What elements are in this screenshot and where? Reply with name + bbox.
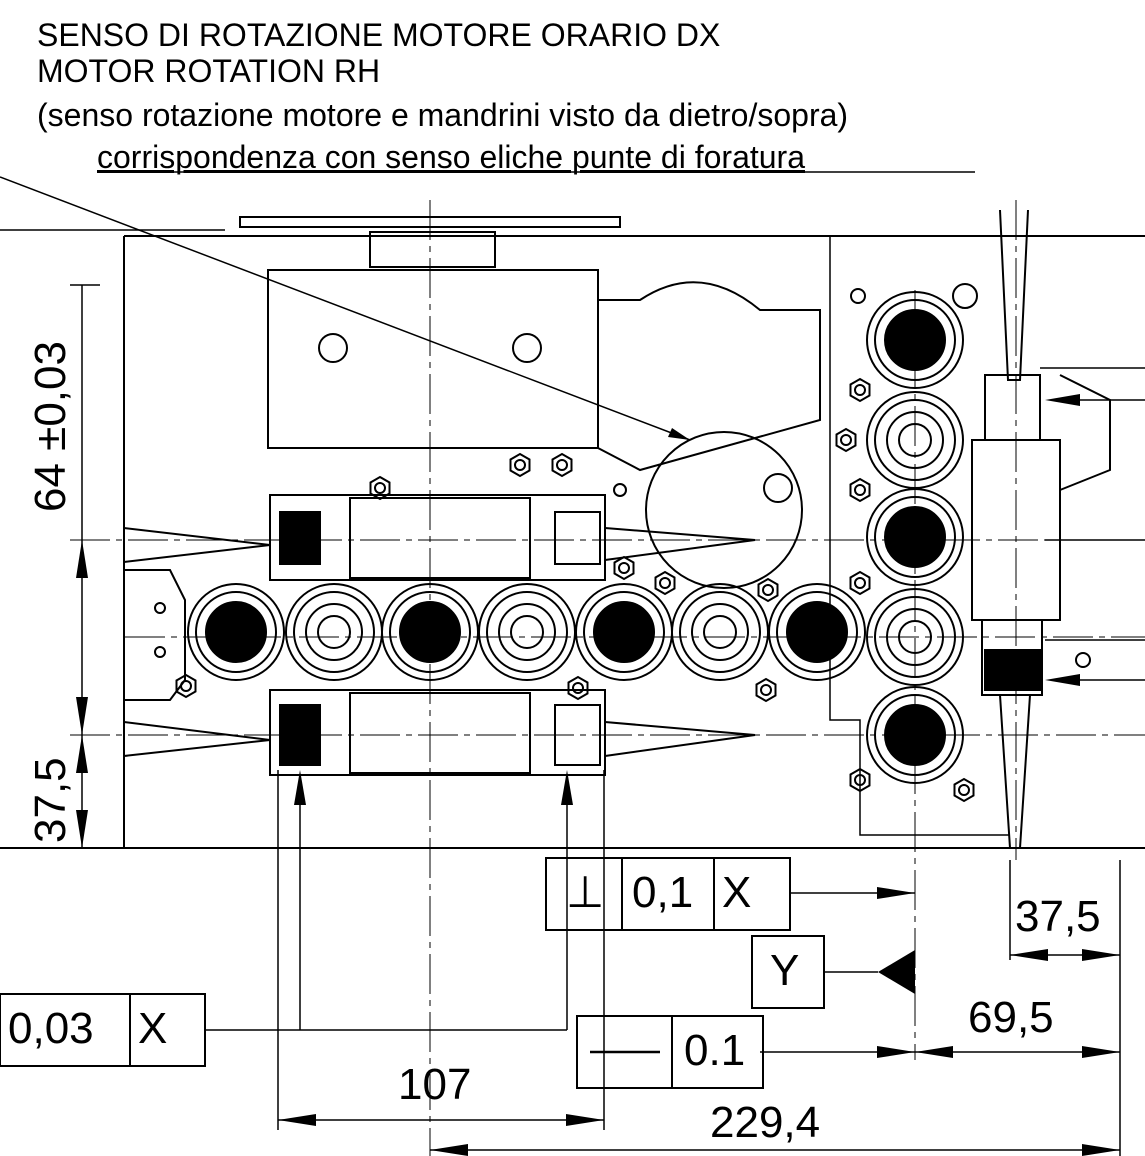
spindle-ring bbox=[293, 591, 375, 673]
spindle-ring bbox=[776, 591, 858, 673]
hex-nut-hole bbox=[854, 484, 866, 496]
spindle-outer bbox=[768, 583, 866, 681]
dimension-37-5-vertical: 37,5 bbox=[26, 757, 75, 843]
hex-nut bbox=[567, 675, 589, 701]
hex-nut-hole bbox=[958, 784, 970, 796]
hex-nut bbox=[849, 767, 871, 793]
perpendicularity-value: 0,1 bbox=[632, 868, 694, 917]
spindle-ring bbox=[195, 591, 277, 673]
hex-nut bbox=[551, 452, 573, 478]
hex-nut-hole bbox=[854, 774, 866, 786]
hex-nut bbox=[849, 570, 871, 596]
spindle-outer bbox=[671, 583, 769, 681]
hex-nut-hole bbox=[854, 577, 866, 589]
dimension-64: 64 ±0,03 bbox=[26, 341, 75, 512]
dimension-69-5: 69,5 bbox=[968, 993, 1054, 1042]
hex-nut bbox=[835, 427, 857, 453]
hex-nut-hole bbox=[556, 459, 568, 471]
hex-nut bbox=[849, 377, 871, 403]
title-line-3: (senso rotazione motore e mandrini visto… bbox=[37, 97, 849, 133]
datum-y-label: Y bbox=[770, 946, 800, 995]
spindle-outer bbox=[478, 583, 576, 681]
hex-nut bbox=[953, 777, 975, 803]
hex-nut bbox=[369, 475, 391, 501]
hex-nut bbox=[755, 677, 777, 703]
left-tolerance-value: 0,03 bbox=[8, 1004, 94, 1053]
spindle-ring bbox=[486, 591, 568, 673]
hex-nut bbox=[654, 570, 676, 596]
spindle-center bbox=[703, 615, 737, 649]
hex-nut-hole bbox=[760, 684, 772, 696]
hex-nut-hole bbox=[618, 562, 630, 574]
straightness-value: 0.1 bbox=[684, 1026, 746, 1075]
spindle-outer bbox=[285, 583, 383, 681]
hex-nut bbox=[757, 577, 779, 603]
spindle-ring bbox=[679, 591, 761, 673]
hex-nut-hole bbox=[659, 577, 671, 589]
hex-nut bbox=[613, 555, 635, 581]
spindle-bore bbox=[305, 603, 363, 661]
hex-nut-hole bbox=[572, 682, 584, 694]
spindle-bore bbox=[593, 601, 655, 663]
title-line-4: corrispondenza con senso eliche punte di… bbox=[97, 139, 805, 175]
spindle-bore bbox=[691, 603, 749, 661]
perpendicularity-symbol: ⊥ bbox=[566, 868, 605, 917]
hex-nut bbox=[849, 477, 871, 503]
spindle-bore bbox=[786, 601, 848, 663]
spindle-bore bbox=[498, 603, 556, 661]
spindle-ring bbox=[583, 591, 665, 673]
hex-nut bbox=[509, 452, 531, 478]
spindle-center bbox=[510, 615, 544, 649]
hex-nut-hole bbox=[762, 584, 774, 596]
hex-nut-hole bbox=[374, 482, 386, 494]
hex-nut-hole bbox=[840, 434, 852, 446]
hex-nut-hole bbox=[180, 680, 192, 692]
title-line-1: SENSO DI ROTAZIONE MOTORE ORARIO DX bbox=[37, 17, 721, 53]
dimension-229-4: 229,4 bbox=[710, 1098, 821, 1147]
dimension-37-5-right: 37,5 bbox=[1015, 892, 1101, 941]
hex-nut bbox=[175, 673, 197, 699]
left-tolerance-datum: X bbox=[138, 1004, 168, 1053]
dimension-107: 107 bbox=[398, 1060, 472, 1109]
perpendicularity-datum: X bbox=[722, 868, 752, 917]
hex-nut-hole bbox=[514, 459, 526, 471]
spindle-bore bbox=[205, 601, 267, 663]
spindle-center bbox=[317, 615, 351, 649]
spindle-outer bbox=[187, 583, 285, 681]
title-line-2: MOTOR ROTATION RH bbox=[37, 53, 381, 89]
hex-nut-hole bbox=[854, 384, 866, 396]
